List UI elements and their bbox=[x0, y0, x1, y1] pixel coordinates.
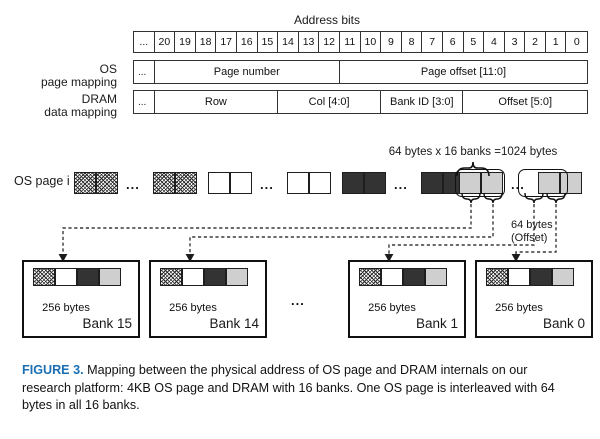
bank-1-size-label: 256 bytes bbox=[169, 302, 217, 314]
dram-mapping-lead-ellipsis: ... bbox=[134, 91, 155, 113]
grey-group-outline-0 bbox=[455, 169, 505, 197]
figure-caption: FIGURE 3. Mapping between the physical a… bbox=[22, 362, 578, 415]
address-bit-cell-19: 19 bbox=[175, 32, 196, 52]
address-bit-cell-3: 3 bbox=[505, 32, 526, 52]
address-bit-cell-2: 2 bbox=[525, 32, 546, 52]
bank-0-cell-2-dark bbox=[77, 268, 99, 286]
address-bit-cell-20: 20 bbox=[155, 32, 176, 52]
grey-group-outline-1 bbox=[518, 169, 568, 197]
address-bit-cell-7: 7 bbox=[422, 32, 443, 52]
bank-2-cell-3-grey bbox=[425, 268, 447, 286]
os-page-mapping-row: ...Page number Page offset [11:0] bbox=[133, 60, 588, 84]
os-page-segment-4-white bbox=[208, 172, 230, 194]
os-mapping-field-page-number: Page number bbox=[155, 61, 340, 83]
bank-3-name: Bank 0 bbox=[542, 316, 585, 331]
bank-1-cell-3-grey bbox=[226, 268, 248, 286]
os-page-segment-8-dark bbox=[342, 172, 364, 194]
os-page-segment-1-hatch bbox=[96, 172, 118, 194]
dram-mapping-field-offset-5-0: Offset [5:0] bbox=[498, 96, 553, 108]
address-bit-cell-16: 16 bbox=[237, 32, 258, 52]
os-page-ellipsis-0: ... bbox=[126, 177, 140, 192]
os-page-segment-3-hatch bbox=[175, 172, 197, 194]
os-page-segment-9-dark bbox=[364, 172, 386, 194]
bank-1-name: Bank 14 bbox=[209, 316, 259, 331]
os-page-strip-label: OS page i bbox=[14, 174, 70, 188]
address-bit-cell-ellipsis: ... bbox=[134, 32, 155, 52]
bank-0-cell-1-white bbox=[55, 268, 77, 286]
os-mapping-field-page-offset-11-0: Page offset [11:0] bbox=[420, 66, 507, 78]
bank-0-size-label: 256 bytes bbox=[42, 302, 90, 314]
os-page-segment-5-white bbox=[230, 172, 252, 194]
address-bit-cell-14: 14 bbox=[278, 32, 299, 52]
bank-1-cell-0-hatch bbox=[160, 268, 182, 286]
address-bit-cell-5: 5 bbox=[464, 32, 485, 52]
dashed-connectors bbox=[62, 204, 557, 256]
bank-2-cell-1-white bbox=[381, 268, 403, 286]
os-page-segment-7-white bbox=[309, 172, 331, 194]
bank-1-cell-2-dark bbox=[204, 268, 226, 286]
bank-1-cell-1-white bbox=[182, 268, 204, 286]
os-page-segment-2-hatch bbox=[153, 172, 175, 194]
bank-0-name: Bank 15 bbox=[82, 316, 132, 331]
bank-3-cell-1-white bbox=[508, 268, 530, 286]
address-bit-cell-12: 12 bbox=[319, 32, 340, 52]
address-bit-cell-18: 18 bbox=[196, 32, 217, 52]
address-bit-cell-10: 10 bbox=[361, 32, 382, 52]
figure-number: FIGURE 3. bbox=[22, 363, 84, 377]
bank-2-cell-2-dark bbox=[403, 268, 425, 286]
dram-mapping-label-line1: DRAM bbox=[81, 92, 117, 106]
address-bit-cell-1: 1 bbox=[546, 32, 567, 52]
address-bit-cell-0: 0 bbox=[573, 36, 580, 48]
os-page-segment-10-dark bbox=[421, 172, 443, 194]
address-bit-cell-15: 15 bbox=[258, 32, 279, 52]
offset-label-line2: (Offset) bbox=[511, 232, 548, 244]
dram-mapping-field-col-4-0: Col [4:0] bbox=[278, 91, 382, 113]
bank-3-size-label: 256 bytes bbox=[495, 302, 543, 314]
dram-mapping-label-line2: data mapping bbox=[44, 105, 117, 119]
bank-3-cell-3-grey bbox=[552, 268, 574, 286]
interleave-brace-label: 64 bytes x 16 banks =1024 bytes bbox=[388, 146, 558, 158]
os-page-ellipsis-3: ... bbox=[511, 177, 525, 192]
os-mapping-lead-ellipsis: ... bbox=[134, 61, 155, 83]
bank-2-size-label: 256 bytes bbox=[368, 302, 416, 314]
address-bits-title: Address bits bbox=[293, 13, 361, 27]
os-page-strip-label-text: OS page i bbox=[14, 174, 70, 188]
bank-3-cell-0-hatch bbox=[486, 268, 508, 286]
address-bit-cell-6: 6 bbox=[443, 32, 464, 52]
dram-mapping-field-bank-id-3-0: Bank ID [3:0] bbox=[381, 91, 464, 113]
os-mapping-label-line2: page mapping bbox=[40, 75, 117, 89]
offset-label-line1: 64 bytes bbox=[511, 219, 553, 231]
os-page-ellipsis-1: ... bbox=[260, 177, 274, 192]
bank-0-cell-3-grey bbox=[99, 268, 121, 286]
figure-caption-text: Mapping between the physical address of … bbox=[22, 363, 555, 412]
os-page-ellipsis-2: ... bbox=[394, 177, 408, 192]
bank-row-ellipsis: ... bbox=[291, 293, 305, 308]
address-bit-cell-13: 13 bbox=[299, 32, 320, 52]
address-bit-cell-17: 17 bbox=[216, 32, 237, 52]
bank-2-name: Bank 1 bbox=[415, 316, 458, 331]
os-page-segment-6-white bbox=[287, 172, 309, 194]
dram-mapping-field-row: Row bbox=[155, 91, 279, 113]
address-bit-cell-9: 9 bbox=[381, 32, 402, 52]
os-page-segment-15-grey bbox=[560, 172, 582, 194]
bank-0-cell-0-hatch bbox=[33, 268, 55, 286]
address-bit-cell-11: 11 bbox=[340, 32, 361, 52]
address-bit-cell-8: 8 bbox=[402, 32, 423, 52]
bank-3-cell-2-dark bbox=[530, 268, 552, 286]
address-bit-cell-4: 4 bbox=[484, 32, 505, 52]
os-page-segment-0-hatch bbox=[74, 172, 96, 194]
bank-2-cell-0-hatch bbox=[359, 268, 381, 286]
os-mapping-label-line1: OS bbox=[99, 62, 117, 76]
